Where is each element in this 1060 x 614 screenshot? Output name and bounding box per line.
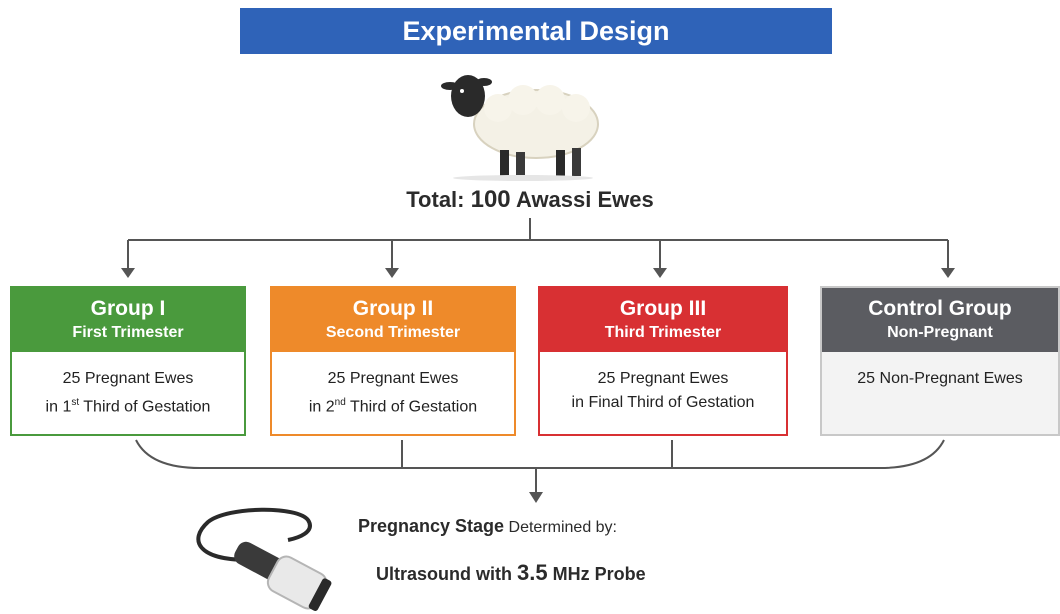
control-group-line1: 25 Non-Pregnant Ewes bbox=[857, 370, 1023, 387]
group-2-line2-pre: in 2 bbox=[308, 398, 335, 416]
method-line2-post: MHz Probe bbox=[547, 564, 646, 584]
total-suffix: Awassi Ewes bbox=[510, 187, 654, 212]
group-2-line2-post: Third of Gestation bbox=[345, 398, 478, 416]
group-3-line2-pre: in Final Third of Gestation bbox=[571, 394, 755, 411]
group-1-line2-sup: st bbox=[71, 397, 80, 408]
method-line2-pre: Ultrasound with bbox=[376, 564, 517, 584]
group-1-subtitle: First Trimester bbox=[72, 324, 184, 341]
group-2-line2-sup: nd bbox=[334, 397, 346, 408]
total-prefix: Total: bbox=[406, 187, 471, 212]
method-bold: Pregnancy Stage bbox=[358, 516, 505, 536]
group-1-box: Group I First Trimester 25 Pregnant Ewes… bbox=[10, 286, 246, 436]
group-2-line1: 25 Pregnant Ewes bbox=[327, 370, 459, 387]
group-1-header: Group I First Trimester bbox=[12, 288, 244, 352]
group-2-header: Group II Second Trimester bbox=[272, 288, 514, 352]
group-1-body: 25 Pregnant Ewes in 1st Third of Gestati… bbox=[12, 352, 244, 419]
total-label: Total: 100 Awassi Ewes bbox=[0, 186, 1060, 214]
total-number: 100 bbox=[470, 186, 511, 213]
diagram-title-text: Experimental Design bbox=[402, 15, 670, 46]
group-2-subtitle: Second Trimester bbox=[325, 324, 461, 341]
group-2-body: 25 Pregnant Ewes in 2nd Third of Gestati… bbox=[272, 352, 514, 419]
control-group-box: Control Group Non-Pregnant 25 Non-Pregna… bbox=[820, 286, 1060, 436]
group-3-box: Group III Third Trimester 25 Pregnant Ew… bbox=[538, 286, 788, 436]
control-group-subtitle: Non-Pregnant bbox=[887, 324, 993, 341]
group-3-header: Group III Third Trimester bbox=[540, 288, 786, 352]
control-group-body: 25 Non-Pregnant Ewes bbox=[822, 352, 1058, 391]
group-2-line2: in 2nd Third of Gestation bbox=[272, 391, 514, 419]
group-2-name: Group II bbox=[352, 297, 434, 320]
group-1-line2-post: Third of Gestation bbox=[79, 398, 211, 416]
control-group-name: Control Group bbox=[868, 297, 1012, 320]
group-3-name: Group III bbox=[619, 297, 707, 320]
group-1-name: Group I bbox=[90, 297, 166, 320]
ultrasound-probe-icon bbox=[196, 507, 332, 612]
control-group-header: Control Group Non-Pregnant bbox=[822, 288, 1058, 352]
group-1-line2: in 1st Third of Gestation bbox=[12, 391, 244, 419]
method-line2-num: 3.5 bbox=[517, 560, 548, 585]
sheep-icon bbox=[441, 75, 599, 181]
group-1-line2-pre: in 1 bbox=[45, 398, 72, 416]
group-3-subtitle: Third Trimester bbox=[604, 324, 722, 341]
method-rest: Determined by: bbox=[504, 519, 618, 536]
group-3-line2: in Final Third of Gestation bbox=[540, 391, 786, 415]
method-line-2: Ultrasound with 3.5 MHz Probe bbox=[376, 560, 646, 586]
group-1-line1: 25 Pregnant Ewes bbox=[62, 370, 194, 387]
group-3-line1: 25 Pregnant Ewes bbox=[597, 370, 729, 387]
diagram-title: Experimental Design bbox=[240, 8, 832, 54]
group-3-body: 25 Pregnant Ewes in Final Third of Gesta… bbox=[540, 352, 786, 415]
method-line-1: Pregnancy Stage Determined by: bbox=[358, 516, 617, 537]
group-2-box: Group II Second Trimester 25 Pregnant Ew… bbox=[270, 286, 516, 436]
